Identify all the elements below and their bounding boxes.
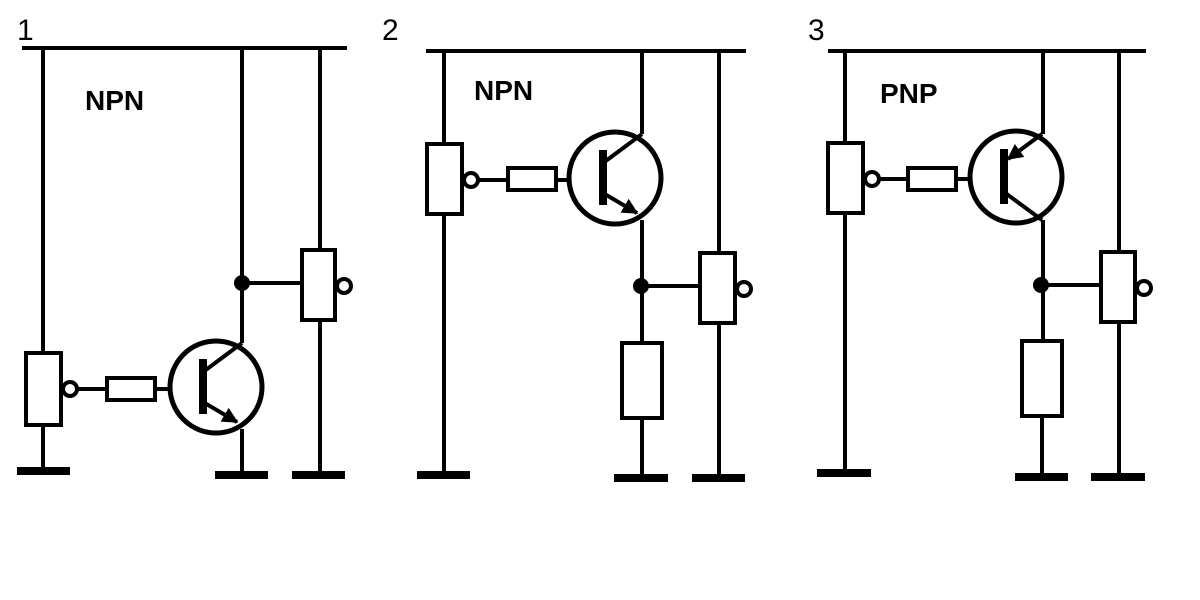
circuit-1-potentiometer	[24, 351, 63, 427]
circuit-1-wiper	[61, 380, 79, 398]
circuit-1: 1 NPN	[17, 14, 353, 479]
circuit-2-transistor-npn	[566, 129, 664, 227]
circuit-2-wiper	[462, 171, 480, 189]
circuit-1-type-label: NPN	[85, 85, 144, 116]
circuit-3-transistor-pnp	[967, 128, 1065, 226]
circuit-3-number: 3	[808, 14, 825, 47]
circuit-3-potentiometer	[826, 141, 865, 215]
circuit-3: 3 PNP	[808, 14, 1153, 481]
circuit-2-number: 2	[382, 14, 399, 47]
circuit-1-output-wiper	[335, 277, 353, 295]
circuit-3-output-wiper	[1135, 279, 1153, 297]
circuit-3-wiper	[863, 170, 881, 188]
circuit-2: 2 NPN	[382, 14, 753, 482]
circuit-1-base-resistor	[105, 376, 157, 402]
circuit-2-emitter-resistor	[620, 341, 664, 420]
circuit-1-number: 1	[17, 14, 34, 47]
circuit-2-type-label: NPN	[474, 75, 533, 106]
circuit-2-potentiometer	[425, 142, 464, 216]
circuit-1-transistor-npn	[167, 338, 265, 436]
circuit-3-collector-resistor	[1020, 339, 1064, 418]
circuit-2-output-wiper	[735, 280, 753, 298]
circuit-3-output-potentiometer	[1099, 250, 1137, 324]
circuit-2-base-resistor	[506, 166, 558, 192]
circuit-3-type-label: PNP	[880, 78, 938, 109]
circuit-1-output-potentiometer	[300, 248, 337, 322]
circuit-2-output-potentiometer	[698, 251, 737, 325]
circuit-3-base-resistor	[906, 166, 958, 192]
